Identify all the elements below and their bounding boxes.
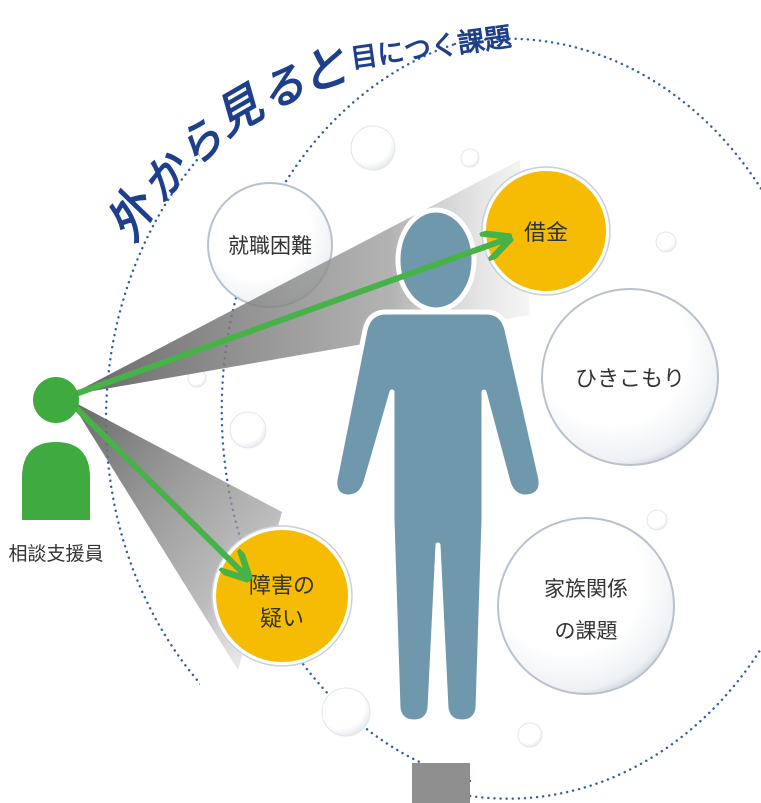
counselor-icon bbox=[22, 377, 90, 520]
counselor-body bbox=[22, 442, 90, 520]
central-person-figure bbox=[332, 207, 544, 725]
bubble-disability-label-line1: 障害の bbox=[249, 574, 315, 599]
title-suffix: 目につく課題 bbox=[349, 21, 515, 75]
arrow-to-debt bbox=[67, 240, 504, 399]
small-bubble bbox=[321, 687, 371, 737]
bubble-withdrawal: ひきこもり bbox=[541, 288, 719, 466]
bubble-family-label-line1: 家族関係 bbox=[544, 577, 628, 601]
person-body bbox=[332, 309, 544, 725]
bubble-disability: 障害の 疑い bbox=[211, 525, 353, 667]
small-bubble bbox=[229, 411, 267, 449]
bubble-debt: 借金 bbox=[481, 166, 611, 296]
bubble-employment-label: 就職困難 bbox=[228, 234, 312, 258]
bubble-family: 家族関係 の課題 bbox=[497, 517, 675, 695]
small-bubble bbox=[517, 722, 543, 748]
counselor-label: 相談支援員 bbox=[8, 543, 103, 565]
small-bubble bbox=[460, 148, 480, 168]
arrow-to-disability bbox=[67, 399, 244, 574]
small-bubble bbox=[646, 509, 668, 531]
person-head bbox=[395, 207, 477, 313]
bubble-disability-label-line2: 疑い bbox=[260, 607, 304, 632]
small-bubble bbox=[655, 231, 677, 253]
base-block bbox=[412, 763, 470, 803]
counselor-head bbox=[33, 377, 79, 423]
bubble-debt-label: 借金 bbox=[524, 221, 568, 246]
bubble-withdrawal-label: ひきこもり bbox=[575, 367, 685, 392]
dotted-boundary bbox=[220, 37, 761, 800]
bubble-family-label-line2: の課題 bbox=[555, 619, 618, 643]
small-bubble bbox=[350, 125, 396, 171]
